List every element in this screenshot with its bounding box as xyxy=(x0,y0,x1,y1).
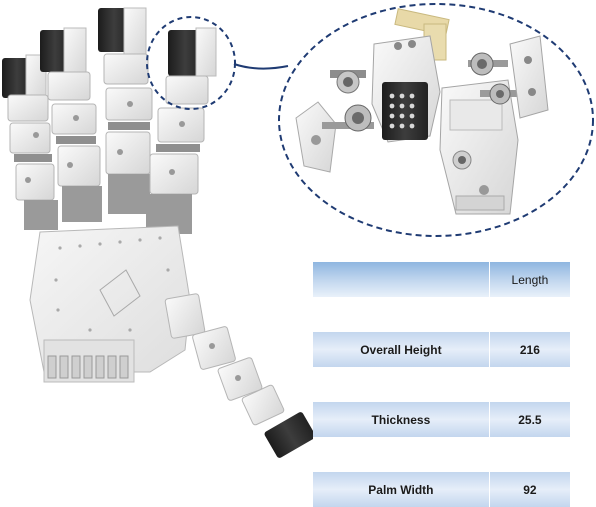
row-label: Overall Height xyxy=(313,332,490,367)
exploded-joint-view xyxy=(295,8,549,215)
right-end-plate xyxy=(509,35,549,119)
shaft-with-bearing xyxy=(322,104,374,132)
fingertip-motor xyxy=(168,30,202,76)
table-row: Overall Height 216 xyxy=(313,332,572,367)
palm-connector-pins xyxy=(47,355,129,379)
thumb-tip-motor xyxy=(264,412,316,458)
finger-index xyxy=(2,54,58,230)
finger-middle xyxy=(40,27,102,222)
table-row: Palm Width 92 xyxy=(313,472,572,507)
row-label: Thickness xyxy=(313,402,490,437)
finger-ring xyxy=(98,7,153,214)
callout-connector-line xyxy=(233,63,289,70)
finger-pinky xyxy=(146,27,217,234)
row-value: 92 xyxy=(489,472,572,507)
table-row: Thickness 25.5 xyxy=(313,402,572,437)
table-header-length: Length xyxy=(489,262,572,297)
row-value: 216 xyxy=(489,332,572,367)
right-shafts xyxy=(468,52,520,105)
palm-plate xyxy=(29,225,191,373)
dimension-table: Length Overall Height 216 Thickness 25.5… xyxy=(313,262,572,507)
pulley-gear xyxy=(330,70,366,94)
fingertip-motor xyxy=(98,8,130,52)
right-housing xyxy=(439,79,519,215)
robotic-hand-diagram xyxy=(2,3,594,458)
robotic-hand xyxy=(2,7,316,458)
fingertip-motor xyxy=(2,58,32,98)
row-label: Palm Width xyxy=(313,472,490,507)
table-header-empty xyxy=(313,262,490,297)
table-header-row: Length xyxy=(313,262,572,297)
thumb xyxy=(164,293,316,458)
callout-source-circle xyxy=(146,16,236,110)
fingertip-motor xyxy=(40,30,70,72)
row-value: 25.5 xyxy=(489,402,572,437)
central-housing xyxy=(371,35,441,143)
callout xyxy=(146,3,594,237)
